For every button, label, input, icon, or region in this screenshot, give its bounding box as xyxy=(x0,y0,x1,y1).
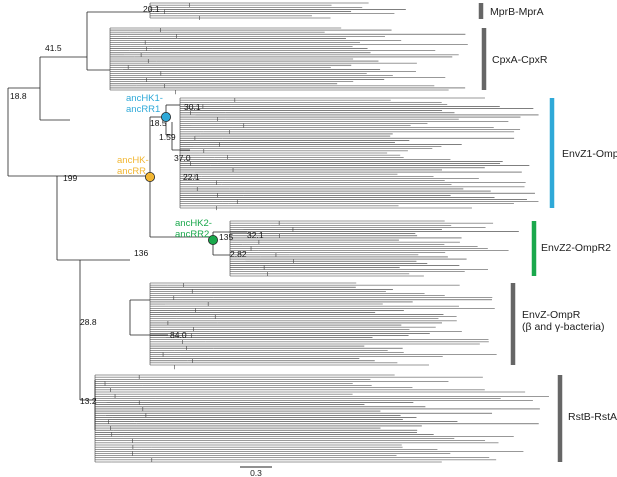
anchk-label-line2: ancRR xyxy=(117,166,146,177)
internal-branches xyxy=(7,11,247,430)
node-label-envz-split: 136 xyxy=(134,248,148,258)
anchk1-label-line2: ancRR1 xyxy=(126,104,160,115)
node-label-envz2-b: 2.82 xyxy=(230,249,247,259)
node-label-root: 18.8 xyxy=(10,91,27,101)
node-label-rstb-group: 28.8 xyxy=(80,317,97,327)
scale-bar-label: 0.3 xyxy=(250,468,262,477)
node-label-envz1-a: 30.1 xyxy=(184,102,201,112)
clade-label-envz1: EnvZ1-OmpR1 xyxy=(562,148,617,160)
node-label-envz1-c: 37.0 xyxy=(174,153,191,163)
clade-label-envz-ompr-sub: (β and γ-bacteria) xyxy=(522,321,605,333)
node-label-envz-group: 199 xyxy=(63,173,77,183)
node-label-envz-ompr: 84.0 xyxy=(170,330,187,340)
clade-label-envz2: EnvZ2-OmpR2 xyxy=(541,242,611,254)
anchk1-node-marker xyxy=(160,112,171,123)
clade-label-envz-ompr: EnvZ-OmpR xyxy=(522,309,581,321)
clade-label-rstb: RstB-RstA xyxy=(568,411,617,423)
anchk-label-line1: ancHK- xyxy=(117,155,149,166)
clade-label-cpxa: CpxA-CpxR xyxy=(492,54,548,66)
node-label-cpxa-mpr: 41.5 xyxy=(45,43,62,53)
anchk-node-marker xyxy=(144,171,155,182)
node-label-mprb: 20.1 xyxy=(143,4,160,14)
clade-label-mprb: MprB-MprA xyxy=(490,6,544,18)
anchk2-label-line1: ancHK2- xyxy=(175,218,212,229)
node-label-envz1-b: 1.59 xyxy=(159,132,176,142)
node-label-rstb: 13.2 xyxy=(80,396,97,406)
node-label-anchk1: 18.5 xyxy=(150,118,167,128)
node-label-anchk: 22.1 xyxy=(183,172,200,182)
node-label-anchk2: 135 xyxy=(219,232,233,242)
anchk2-node-marker xyxy=(207,234,218,245)
anchk2-label-line2: ancRR2 xyxy=(175,229,209,240)
anchk1-label-line1: ancHK1- xyxy=(126,93,163,104)
leaf-branches xyxy=(94,2,549,463)
node-label-envz2-a: 32.1 xyxy=(247,230,264,240)
